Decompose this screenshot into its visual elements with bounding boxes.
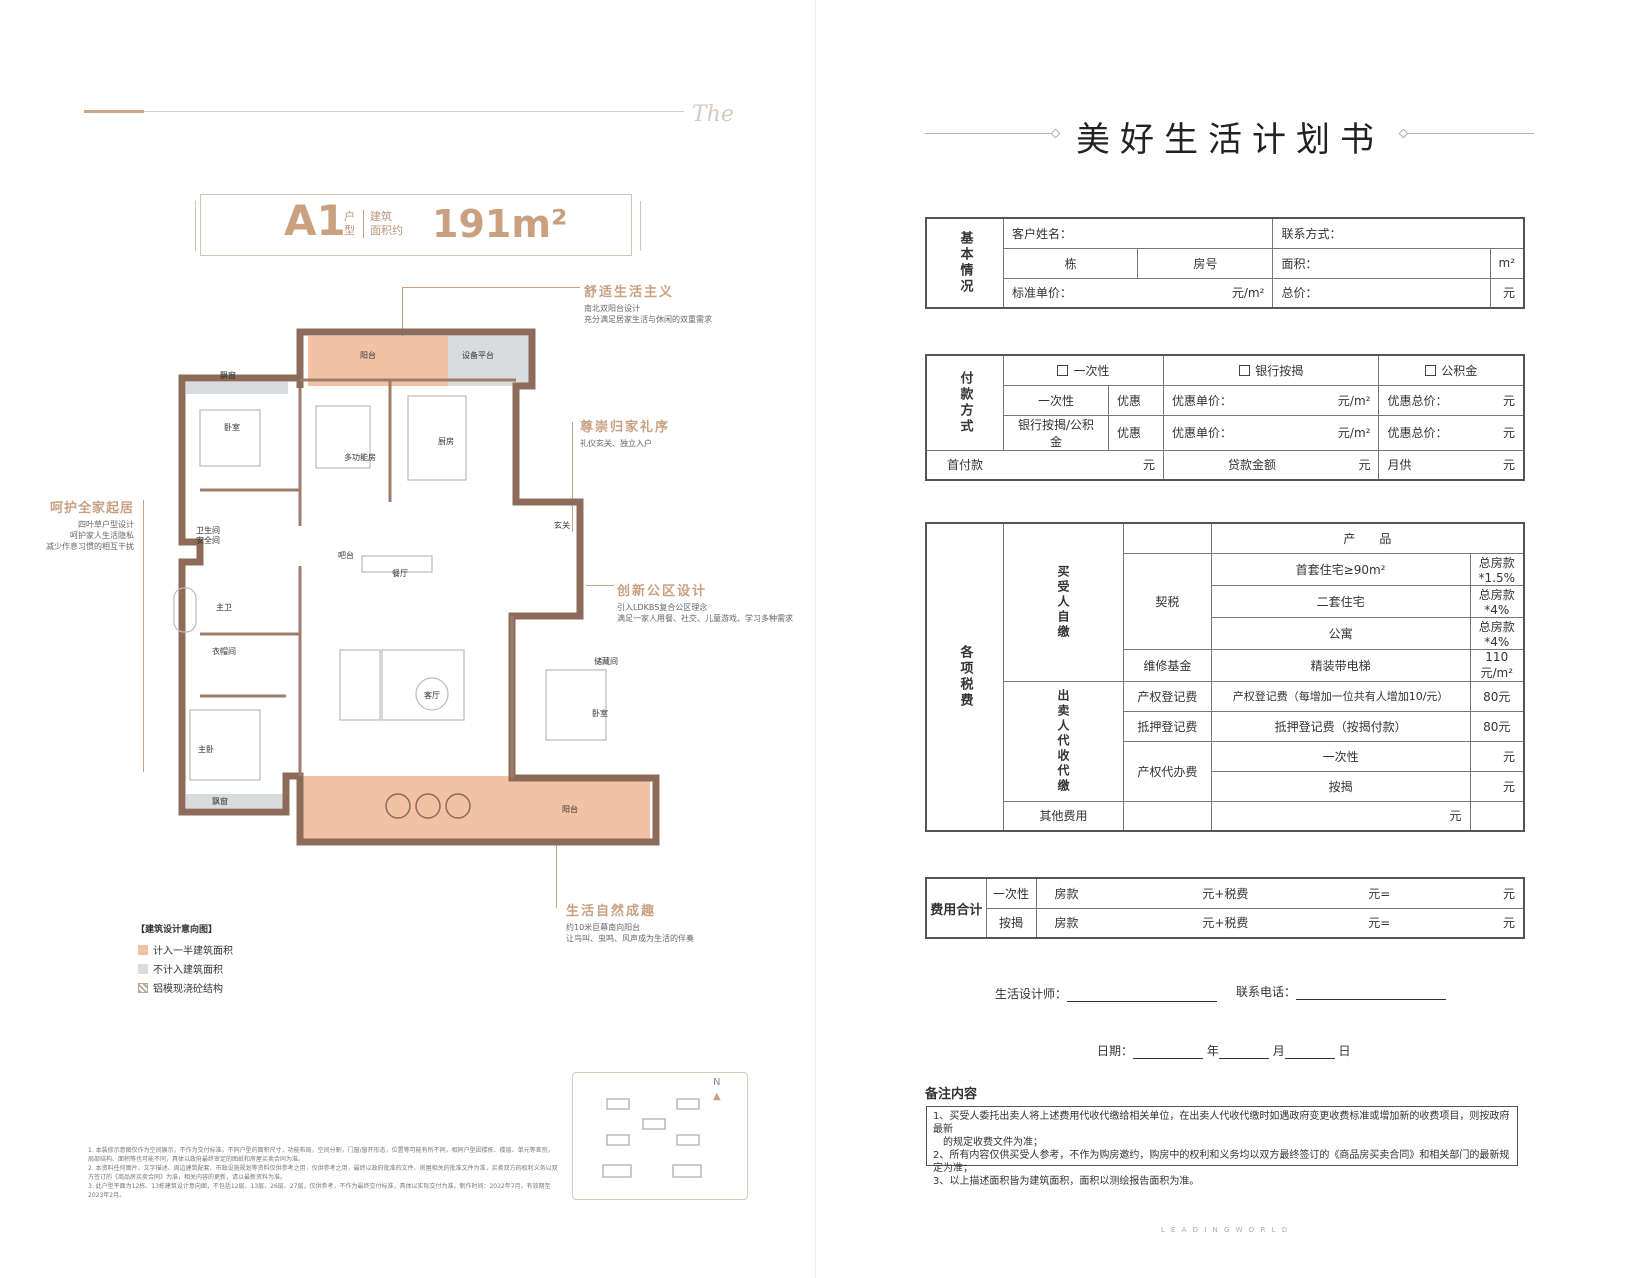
title-line-left [925,133,1055,134]
building-field[interactable]: 栋 [1002,247,1139,279]
diamond-right-icon [1398,128,1409,139]
floor-plan-page: The A1 户型 建筑面积约 191m² 舒适生活主义 南北双阳台设计 充分满… [0,0,815,1278]
legend-excluded: 不计入建筑面积 [138,961,223,976]
unit-area: 191m² [432,202,568,246]
annotation-comfort: 舒适生活主义 南北双阳台设计 充分满足居家生活与休闲的双重需求 [584,285,712,324]
floor-plan: 阳台 设备平台 飘窗 卧室 多功能房 厨房 玄关 卫生间 安全间 吧台 餐厅 主… [160,316,700,876]
room-field[interactable]: 房号 [1137,247,1274,279]
option-lump-sum[interactable]: 一次性 [1003,354,1164,386]
annotation-family: 呵护全家起居 四叶草户型设计 呵护家人生活隐私 减少作息习惯的相互干扰 [46,501,134,551]
checkbox-icon [1239,364,1251,376]
unit-price-field[interactable]: 标准单价：元/m² [1002,277,1274,309]
tax-table: 各项税费 买受人自缴 产 品 契税 首套住宅≥90m² 总房款*1.5% 二套住… [925,522,1525,832]
top-rule-accent [84,110,144,113]
notes-title: 备注内容 [925,1087,978,1102]
loan-amount-field[interactable]: 贷款金额元 [1162,449,1380,481]
other-fee-field[interactable]: 元 [1210,800,1471,832]
option-provident-fund[interactable]: 公积金 [1378,354,1525,386]
annotation-entry: 尊崇归家礼序 礼仪玄关、独立入户 [580,420,671,448]
brand-logo: The [692,102,734,127]
total-price-field[interactable]: 总价： [1272,277,1491,309]
lump-disc-total-field[interactable]: 优惠总价：元 [1378,384,1525,416]
option-bank-loan[interactable]: 银行按揭 [1162,354,1380,386]
legend-structure: 铝模现浇砼结构 [138,980,223,995]
page-title: 美好生活计划书 [1076,120,1384,160]
annotation-nature: 生活自然成趣 约10米巨幕南向阳台 让鸟叫、虫鸣、风声成为生活的伴奏 [566,904,694,943]
top-rule [84,111,684,112]
customer-name-field[interactable]: 客户姓名： [1002,217,1274,249]
contact-field[interactable]: 联系方式： [1272,217,1525,249]
legend-half-area: 计入一半建筑面积 [138,942,233,957]
key-plan: N ▲ [572,1072,748,1200]
phone-field[interactable]: 联系电话： [1236,983,1447,1000]
payment-table: 付款方式 一次性 银行按揭 公积金 一次性 优惠 优惠单价：元/m² 优惠总价：… [925,354,1525,481]
designer-field[interactable]: 生活设计师： [995,985,1218,1002]
checkbox-icon [1057,364,1069,376]
agent-fee-lump-field[interactable]: 元 [1469,740,1525,772]
disclaimer: 1. 本装修示意图仅作为空间展示，不作为交付标准。不同户型的面积尺寸，功能布局，… [88,1147,558,1199]
monthly-payment-field[interactable]: 月供元 [1378,449,1525,481]
loan-disc-total-field[interactable]: 优惠总价：元 [1378,414,1525,451]
footer-brand: L E A D I N G W O R L D [1160,1226,1290,1234]
compass-icon: ▲ [713,1091,721,1102]
basic-info-table: 基本情况 客户姓名： 联系方式： 栋 房号 面积： m² 标准单价：元/m² 总… [925,217,1525,309]
notes-box: 1、买受人委托出卖人将上述费用代收代缴给相关单位，在出卖人代收代缴时如遇政府变更… [926,1106,1518,1187]
summary-lump-field[interactable]: 房款 元+税费 元= 元 [1035,877,1525,909]
diamond-left-icon [1050,128,1061,139]
lump-disc-price-field[interactable]: 优惠单价：元/m² [1162,384,1380,416]
unit-area-label: 建筑面积约 [370,210,403,237]
title-line-right [1408,133,1534,134]
agent-fee-loan-field[interactable]: 元 [1469,770,1525,802]
legend-title: 【建筑设计意向图】 [136,925,218,935]
summary-loan-field[interactable]: 房款 元+税费 元= 元 [1035,907,1525,939]
unit-divider [363,210,364,238]
summary-table: 费用合计 一次性 房款 元+税费 元= 元 按揭 房款 元+税费 元= 元 [925,877,1525,939]
date-field[interactable]: 日期： 年 月 日 [1097,1044,1351,1059]
annotation-public: 创新公区设计 引入LDKBS复合公区理念 满足一家人用餐、社交、儿童游戏、学习多… [617,584,793,623]
checkbox-icon [1425,364,1437,376]
area-field[interactable]: 面积： [1272,247,1491,279]
loan-disc-price-field[interactable]: 优惠单价：元/m² [1162,414,1380,451]
page-divider [815,0,816,1278]
unit-type-label: 户型 [344,210,355,237]
unit-code: A1 [284,196,346,245]
unit-badge [195,194,641,256]
north-label: N [713,1077,721,1088]
down-payment-field[interactable]: 首付款元 [925,449,1164,481]
